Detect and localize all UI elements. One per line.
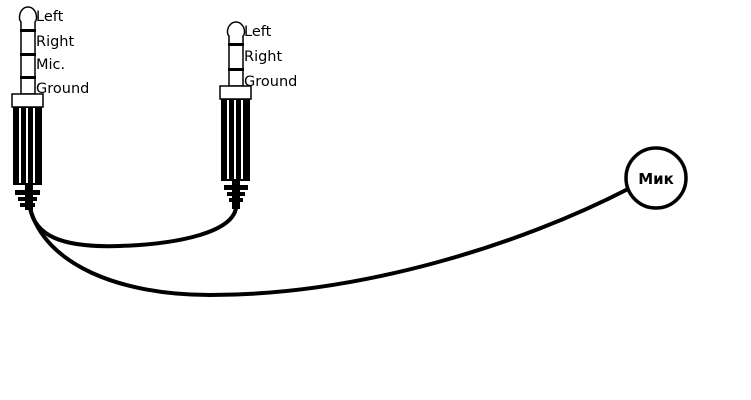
plug-3pole: Left Right Ground [219,21,297,209]
label-left: Left [36,9,64,25]
label-ground: Ground [36,81,89,97]
cable-to-3pole-plug [28,207,238,249]
label-left: Left [244,24,272,40]
label-ground: Ground [244,74,297,90]
microphone: Мик [624,146,688,210]
label-mic: Mic. [36,57,65,73]
label-right: Right [36,34,74,50]
cable-to-microphone [28,186,631,298]
plug-tip [18,6,38,30]
plug-4pole: Left Right Mic. Ground [11,6,89,210]
microphone-label: Мик [638,170,674,188]
plug-tip [226,21,246,44]
microphone-circle [624,146,688,210]
label-right: Right [244,49,282,65]
